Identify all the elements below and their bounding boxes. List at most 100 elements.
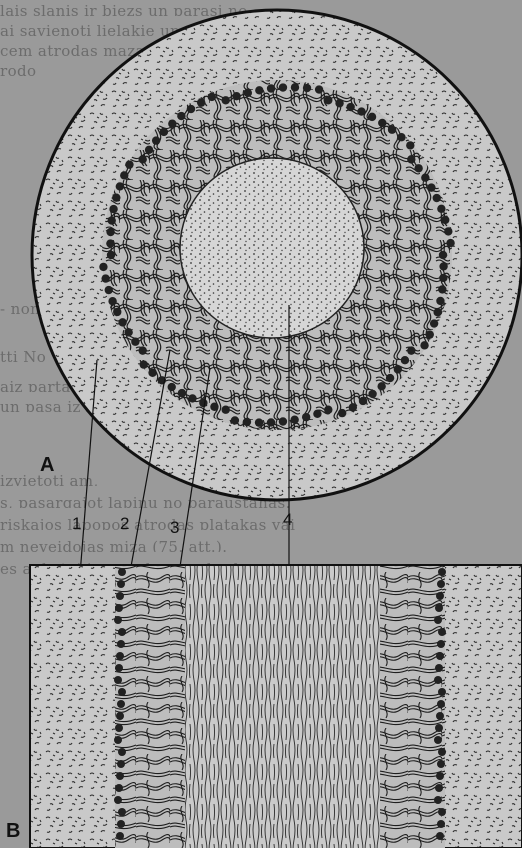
granule — [437, 820, 445, 828]
granule — [435, 784, 443, 792]
granule — [438, 628, 446, 636]
granule — [434, 616, 442, 624]
granule — [436, 652, 444, 660]
granule — [222, 96, 230, 104]
granule — [114, 796, 122, 804]
granule — [255, 418, 263, 426]
granule — [99, 263, 107, 271]
granule — [116, 712, 124, 720]
granule — [145, 146, 153, 154]
granule — [101, 274, 109, 282]
granule — [117, 580, 125, 588]
granule — [115, 784, 123, 792]
granule — [436, 772, 444, 780]
granule — [436, 592, 444, 600]
granule — [438, 688, 446, 696]
granule — [222, 406, 230, 414]
callout-4: 4 — [283, 510, 292, 530]
granule — [117, 700, 125, 708]
granule — [116, 182, 124, 190]
granule — [368, 390, 376, 398]
granule — [313, 410, 321, 418]
panel-b-left-tangle — [115, 565, 185, 848]
granule — [436, 297, 444, 305]
granule — [435, 664, 443, 672]
granule — [439, 262, 447, 270]
granule — [139, 155, 147, 163]
granule — [117, 640, 125, 648]
panel-a-cross-section — [32, 10, 522, 500]
granule — [437, 580, 445, 588]
granule — [114, 616, 122, 624]
granule — [433, 194, 441, 202]
granule — [113, 308, 121, 316]
granule — [335, 99, 343, 107]
granule — [118, 318, 126, 326]
granule — [349, 403, 357, 411]
granule — [436, 832, 444, 840]
granule — [427, 183, 435, 191]
granule — [434, 736, 442, 744]
granule — [152, 136, 160, 144]
granule — [118, 688, 126, 696]
granule — [255, 86, 263, 94]
granule — [117, 760, 125, 768]
granule — [116, 652, 124, 660]
granule — [324, 96, 332, 104]
granule — [439, 251, 447, 259]
granule — [302, 413, 310, 421]
granule — [437, 700, 445, 708]
granule — [291, 83, 299, 91]
granule — [437, 205, 445, 213]
granule — [177, 112, 185, 120]
granule — [394, 365, 402, 373]
granule — [131, 338, 139, 346]
granule — [148, 369, 156, 377]
granule — [368, 113, 376, 121]
granule — [105, 286, 113, 294]
granule — [117, 820, 125, 828]
granule — [267, 418, 275, 426]
granule — [435, 724, 443, 732]
granule — [114, 676, 122, 684]
granule — [438, 748, 446, 756]
granule — [114, 736, 122, 744]
granule — [446, 239, 454, 247]
granule — [407, 346, 415, 354]
granule — [357, 107, 365, 115]
granule — [279, 83, 287, 91]
granule — [430, 319, 438, 327]
granule — [438, 568, 446, 576]
granule — [160, 128, 168, 136]
granule — [438, 808, 446, 816]
panel-b-center-fibers — [185, 565, 380, 848]
granule — [139, 346, 147, 354]
granule — [125, 160, 133, 168]
panel-b-label: B — [6, 820, 20, 843]
granule — [436, 712, 444, 720]
granule — [441, 216, 449, 224]
granule — [116, 832, 124, 840]
granule — [118, 748, 126, 756]
granule — [115, 604, 123, 612]
granule — [115, 724, 123, 732]
granule — [434, 676, 442, 684]
granule — [232, 92, 240, 100]
granule — [420, 341, 428, 349]
granule — [107, 216, 115, 224]
granule — [107, 251, 115, 259]
granule — [386, 374, 394, 382]
granule — [406, 141, 414, 149]
granule — [279, 417, 287, 425]
granule — [433, 308, 441, 316]
granule — [346, 103, 354, 111]
granule — [118, 568, 126, 576]
granule — [426, 330, 434, 338]
granule — [112, 193, 120, 201]
granule — [303, 84, 311, 92]
granule — [438, 285, 446, 293]
granule — [197, 98, 205, 106]
callout-2: 2 — [120, 514, 129, 534]
